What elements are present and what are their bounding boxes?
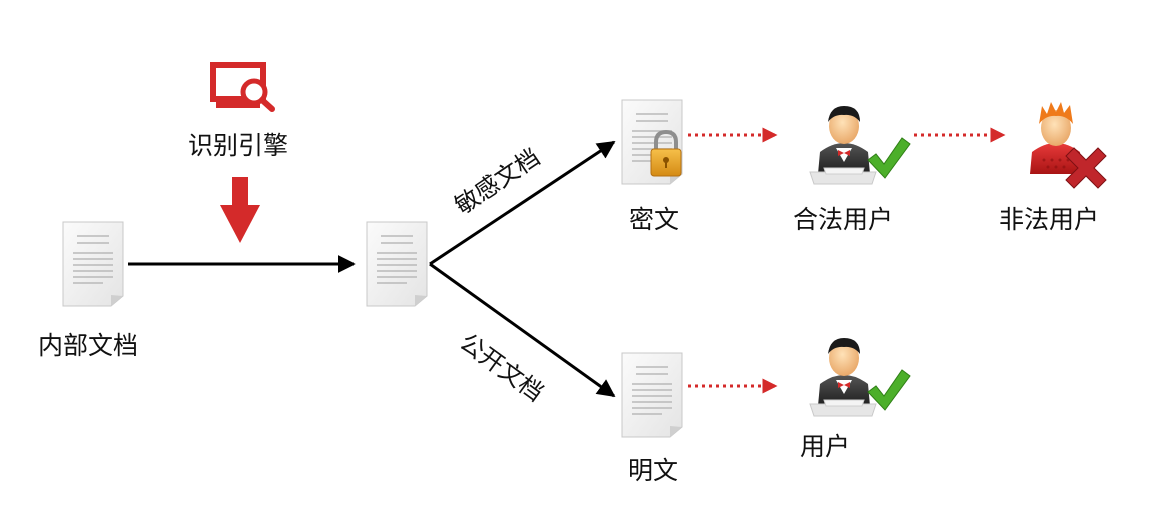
legal-user-label: 合法用户	[793, 205, 894, 234]
document-icon	[366, 221, 428, 307]
document-icon	[621, 352, 683, 438]
internal-doc-label: 内部文档	[38, 331, 139, 360]
monitor-search-icon	[210, 62, 275, 112]
locked-document-icon	[621, 99, 683, 185]
plaintext-label: 明文	[628, 456, 679, 485]
user-cross-icon	[1030, 102, 1107, 189]
ciphertext-label: 密文	[629, 205, 680, 234]
public-branch-arrow	[429, 262, 616, 398]
user-check-icon	[809, 337, 911, 417]
engine-label: 识别引擎	[188, 131, 289, 160]
engine-down-arrow	[220, 177, 260, 243]
document-icon	[62, 221, 124, 307]
user-label: 用户	[800, 432, 851, 461]
illegal-user-label: 非法用户	[999, 205, 1100, 234]
user-check-icon	[809, 105, 911, 185]
sensitive-branch-arrow	[429, 140, 616, 266]
